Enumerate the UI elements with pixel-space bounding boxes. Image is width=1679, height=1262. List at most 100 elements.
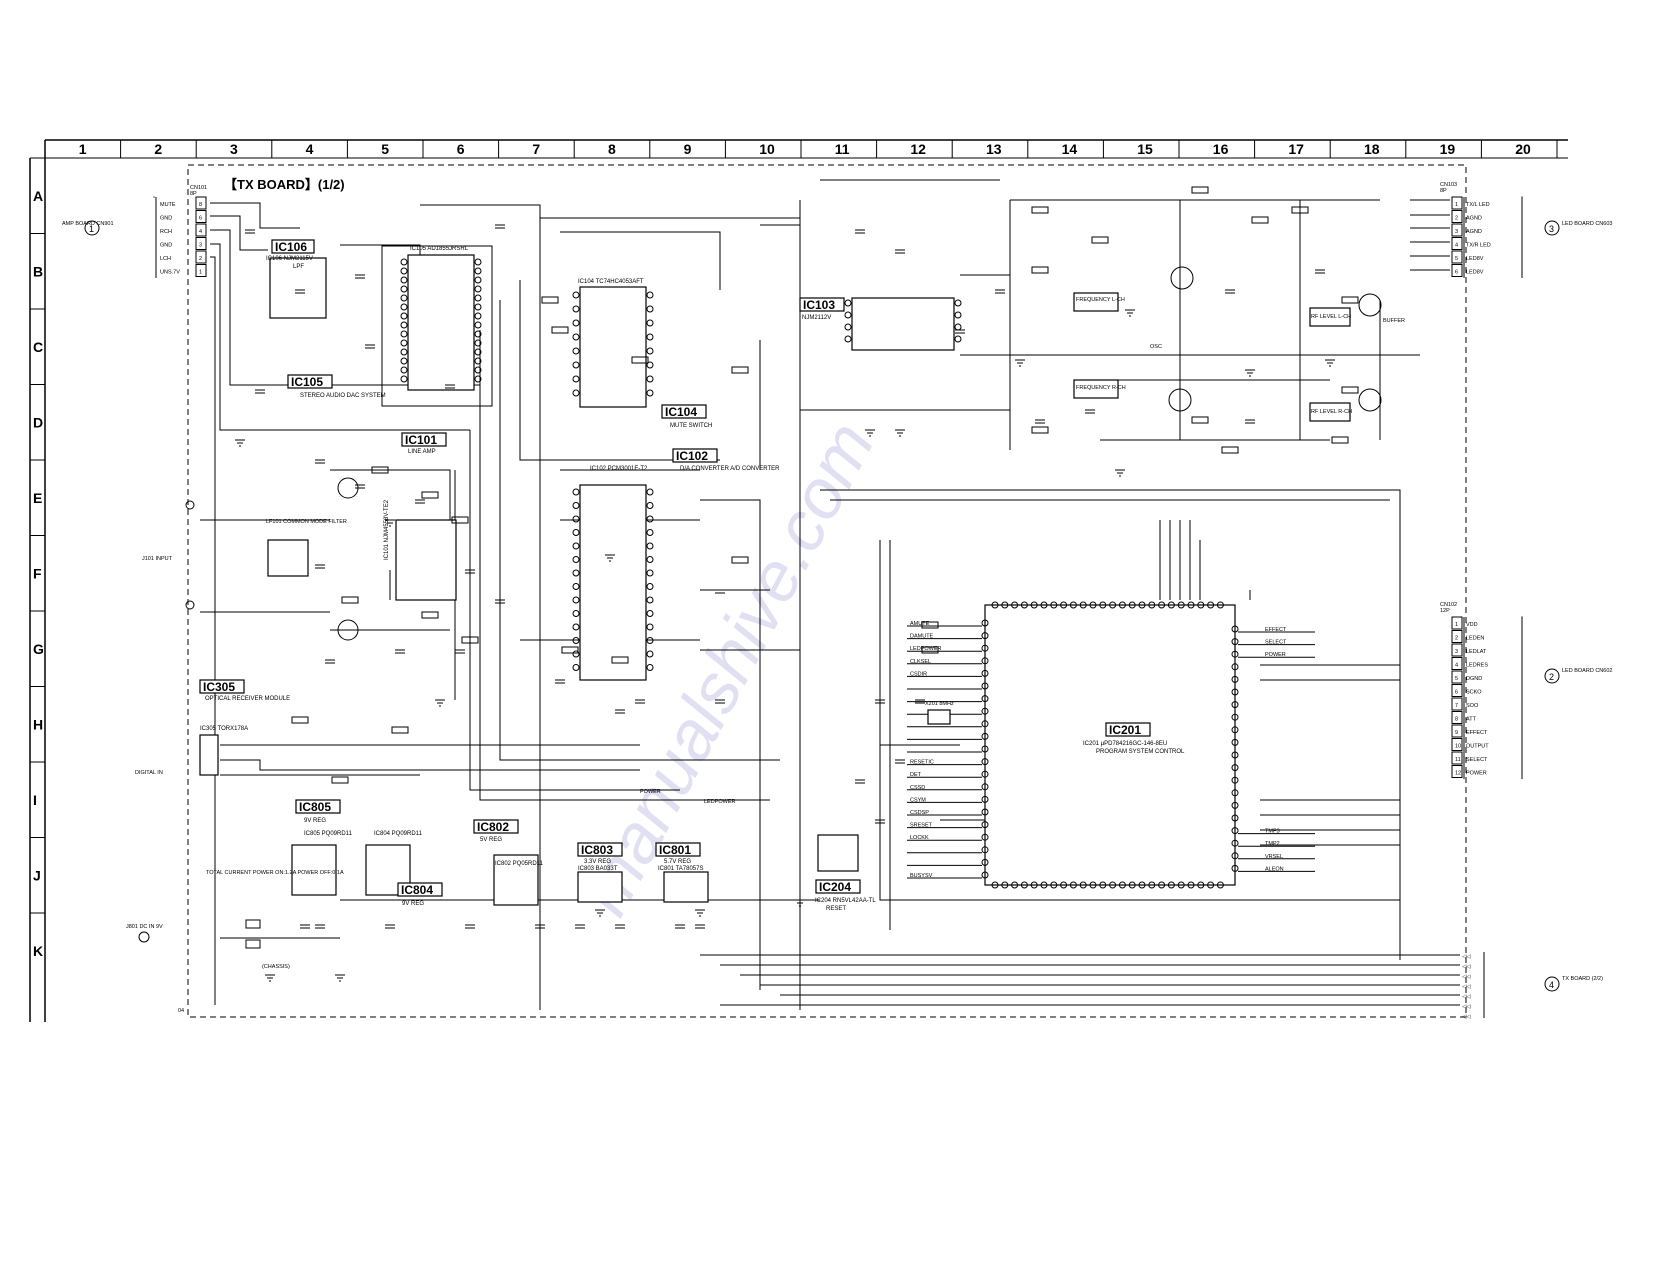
ic201-right-net: POWER <box>1265 652 1286 658</box>
column-header-16: 16 <box>1213 141 1229 157</box>
cn102-rows-pin-num: 2 <box>1455 636 1458 642</box>
ic201-pin <box>991 881 999 889</box>
column-header-9: 9 <box>684 141 692 157</box>
ic201-left-net: DAMUTE <box>910 634 934 640</box>
ic201-pin <box>981 795 989 803</box>
ic201-pin <box>981 846 989 854</box>
ic201-left-net: BUSYSV <box>910 873 933 879</box>
cn103-rows-pin-num: 5 <box>1455 256 1458 262</box>
ic803-label: IC803 <box>581 843 613 857</box>
tx2-arrow: ◁◁ <box>1462 1004 1471 1010</box>
ic201-pin <box>1231 701 1239 709</box>
ic201-pin <box>981 682 989 690</box>
ic103-label: IC103 <box>803 298 835 312</box>
rf-level-l-block: RF LEVEL L-CH <box>1311 314 1351 320</box>
ic201-pin <box>1148 881 1156 889</box>
ic201-pin <box>1167 881 1175 889</box>
cn102-rows-pin <box>1451 643 1463 657</box>
cn102-rows-pin-num: 5 <box>1455 676 1458 682</box>
cn103-rows-pin-num: 4 <box>1455 243 1458 249</box>
cn102-rows-pin-label: DGND <box>1466 676 1482 682</box>
cn101-board: AMP BOARD CN901 <box>62 221 114 227</box>
ic305-func: OPTICAL RECEIVER MODULE <box>205 696 290 702</box>
cn102-rows-pin-label: EFFECT <box>1466 730 1488 736</box>
ic201-pin <box>981 707 989 715</box>
total-current: TOTAL CURRENT POWER ON:1.2A POWER OFF:0.… <box>206 870 344 876</box>
cn102-circle: 2 <box>1549 672 1554 682</box>
cn103-rows-pin-num: 1 <box>1455 202 1458 208</box>
cn101-rows-pin-num: 6 <box>199 216 202 222</box>
cn101-rows-pin-num: 2 <box>199 256 202 262</box>
ic101-func: LINE AMP <box>408 449 436 455</box>
ic201-pin <box>1109 601 1117 609</box>
cn102-rows-pin-label: LEDRES <box>1466 663 1488 669</box>
cn103-rows-pin <box>1451 196 1463 210</box>
ic201-pin <box>1197 601 1205 609</box>
rf-blocks: FREQUENCY L-CH FREQUENCY R-CH RF LEVEL L… <box>266 266 1405 725</box>
freq-l-block: FREQUENCY L-CH <box>1076 297 1125 303</box>
ic305-label: IC305 <box>203 680 235 694</box>
ic805-part: IC805 PQ09RD11 <box>304 831 353 837</box>
cn101-rows-pin-num: 3 <box>199 243 202 249</box>
ic201-left-net: LOCKK <box>910 835 929 841</box>
ic201-pin <box>1030 601 1038 609</box>
column-header-15: 15 <box>1137 141 1153 157</box>
ic201-pin <box>981 644 989 652</box>
ic201-pin <box>1231 675 1239 683</box>
page-ref: 04 <box>178 1008 184 1014</box>
ic201-pin <box>1060 881 1068 889</box>
ic201-pin <box>1187 881 1195 889</box>
ic201-pin <box>1128 601 1136 609</box>
ic201-pin <box>981 732 989 740</box>
ic201-left-net: CSYM <box>910 797 926 803</box>
ic102-part: IC102 PCM3001E-T2 <box>590 466 648 472</box>
cn103-rows-pin <box>1451 250 1463 264</box>
cn102-rows-pin-label: SOO <box>1466 703 1479 709</box>
ic201-left-net: RESETIC <box>910 760 934 766</box>
ic201-pin <box>1197 881 1205 889</box>
ic201-pin <box>1231 726 1239 734</box>
cn103-rows-pin <box>1451 237 1463 250</box>
column-header-13: 13 <box>986 141 1002 157</box>
ic201-pin <box>1216 881 1224 889</box>
board-outline <box>187 164 1467 1018</box>
cn101-pins: 8P <box>190 191 197 197</box>
ic204-part: IC204 RN5VL42AA-TL <box>815 898 876 904</box>
ic201-pin <box>981 720 989 728</box>
ic201-pin <box>1079 881 1087 889</box>
row-header-B: B <box>33 263 43 279</box>
cn101-rows-pin-num: 4 <box>199 229 202 235</box>
ic105-func: STEREO AUDIO DAC SYSTEM <box>300 393 386 399</box>
cn102-rows-pin <box>1451 724 1463 738</box>
cn101-rows-pin-label: GND <box>160 216 172 222</box>
ic802: IC802 IC802 PQ05RD11 5V REG <box>473 819 544 906</box>
cn101-name: CN101 <box>190 185 207 191</box>
ic106-label: IC106 <box>275 240 307 254</box>
ic201-pin <box>1079 601 1087 609</box>
ic201-right-net: EFFECT <box>1265 627 1287 633</box>
cn102-rows-pin-num: 9 <box>1455 730 1458 736</box>
cn103-rows-pin <box>1451 210 1463 223</box>
ic201-pin <box>981 770 989 778</box>
ic104-part: IC104 TC74HC4053AFT <box>578 279 644 285</box>
ic103-part: NJM2112V <box>802 315 831 321</box>
column-header-19: 19 <box>1440 141 1456 157</box>
cn103-rows-pin-num: 2 <box>1455 216 1458 222</box>
ic101-label: IC101 <box>405 433 437 447</box>
jack-input: J101 INPUT <box>142 556 173 562</box>
ic201-right-net: SELECT <box>1265 640 1287 646</box>
cn102-pins: 12P <box>1440 608 1450 614</box>
ic201-pin <box>1177 601 1185 609</box>
ic201-right-net: ALEON <box>1265 866 1284 872</box>
ic201-pin <box>1109 881 1117 889</box>
cn102-rows-pin <box>1451 711 1463 724</box>
ic201-pin <box>1118 881 1126 889</box>
ic201-pin <box>1020 881 1028 889</box>
ic105-label: IC105 <box>291 375 323 389</box>
row-header-J: J <box>33 867 41 883</box>
ic802-part: IC802 PQ05RD11 <box>495 861 544 867</box>
ic201-pin <box>1231 801 1239 809</box>
cn103-board: LED BOARD CN603 <box>1562 221 1612 227</box>
cn102-rows-pin-num: 12 <box>1455 771 1461 777</box>
column-header-5: 5 <box>381 141 389 157</box>
